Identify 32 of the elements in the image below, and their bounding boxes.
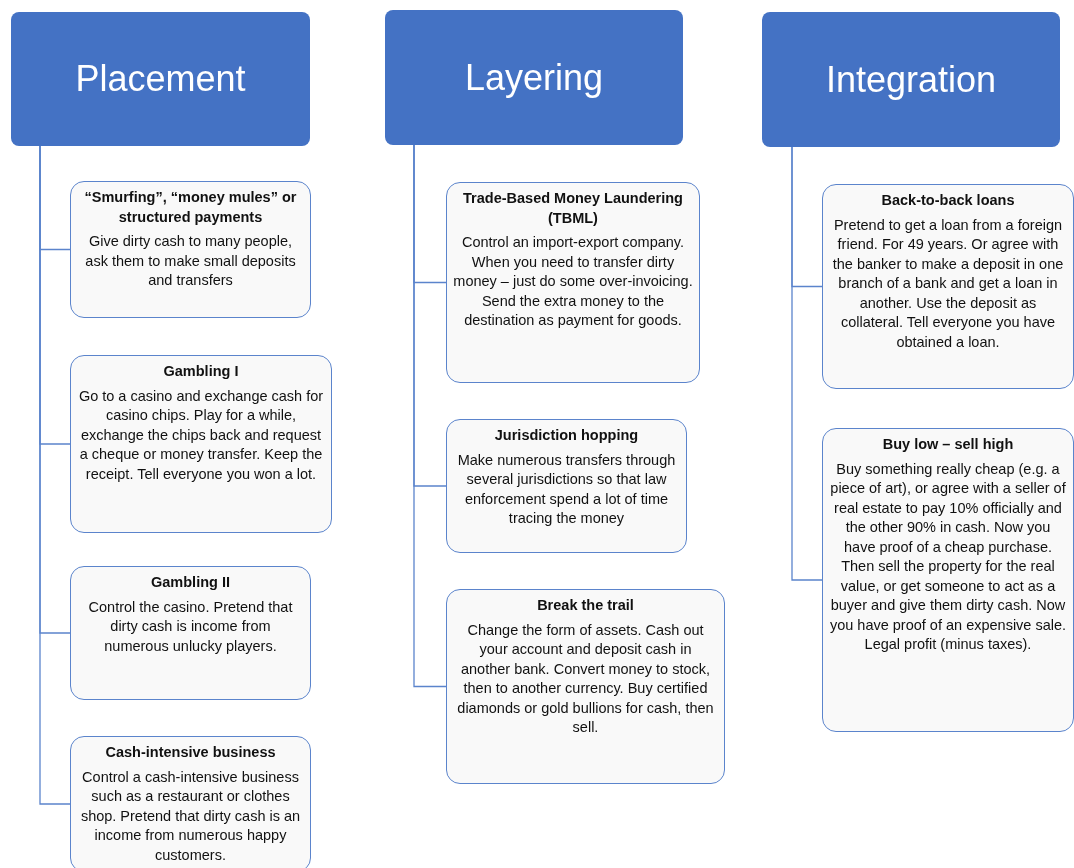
card-description: Buy something really cheap (e.g. a piece of art), or agree with a seller of real estate to pay 10% officially and the other 90% in cash. Now you have proof of a cheap purchase. Then sell the property for the real value, or get someone to act as a buyer and give them dirty cash. Now you have proof of an expensive sale. Legal profit (minus taxes).: [829, 459, 1067, 654]
method-card: [446, 419, 687, 553]
stage-header: Integration: [762, 12, 1060, 147]
card-heading: “Smurfing”, “money mules” or structured payments: [83, 188, 298, 227]
card-heading: Jurisdiction hopping: [493, 426, 640, 445]
card-description: Control a cash-intensive business such as a restaurant or clothes shop. Pretend that dirty cash is an income from numerous happy customers.: [79, 767, 302, 865]
card-description: Make numerous transfers through several jurisdictions so that law enforcement spend a lot of time tracing the money: [456, 450, 677, 528]
connector-line: [791, 146, 823, 581]
card-heading: Gambling II: [150, 573, 231, 592]
stage-header: Placement: [11, 12, 310, 146]
method-card: [446, 182, 700, 383]
method-card: [70, 566, 311, 700]
card-heading: Back-to-back loans: [880, 191, 1016, 210]
card-heading: Trade-Based Money Laundering (TBML): [462, 189, 684, 228]
card-description: Go to a casino and exchange cash for casino chips. Play for a while, exchange the chips back and request a cheque or money transfer. Keep the receipt. Tell everyone you won a lot.: [77, 386, 325, 484]
method-card: [822, 184, 1074, 389]
card-heading: Gambling I: [162, 362, 240, 381]
card-description: Change the form of assets. Cash out your account and deposit cash in another bank. Convert money to stock, then to another currency. Buy certified diamonds or gold bullions for cash, then sell.: [456, 620, 715, 737]
method-card: [822, 428, 1074, 732]
connector-line: [413, 144, 447, 688]
card-description: Give dirty cash to many people, ask them to make small deposits and transfers: [84, 232, 297, 290]
card-description: Pretend to get a loan from a foreign friend. For 49 years. Or agree with the banker to make a deposit in one branch of a bank and get a loan in another. Use the deposit as collateral. Tell everyone you have obtained a loan.: [831, 215, 1065, 352]
card-heading: Cash-intensive business: [104, 743, 277, 762]
method-card: [70, 181, 311, 318]
stage-header: Layering: [385, 10, 683, 145]
card-heading: Buy low – sell high: [881, 435, 1015, 454]
card-description: Control an import-export company. When you need to transfer dirty money – just do some over-invoicing. Send the extra money to the destination as payment for goods.: [453, 233, 693, 330]
card-description: Control the casino. Pretend that dirty cash is income from numerous unlucky players.: [87, 597, 294, 656]
method-card: [446, 589, 725, 784]
method-card: [70, 736, 311, 868]
method-card: [70, 355, 332, 533]
card-heading: Break the trail: [536, 596, 635, 615]
